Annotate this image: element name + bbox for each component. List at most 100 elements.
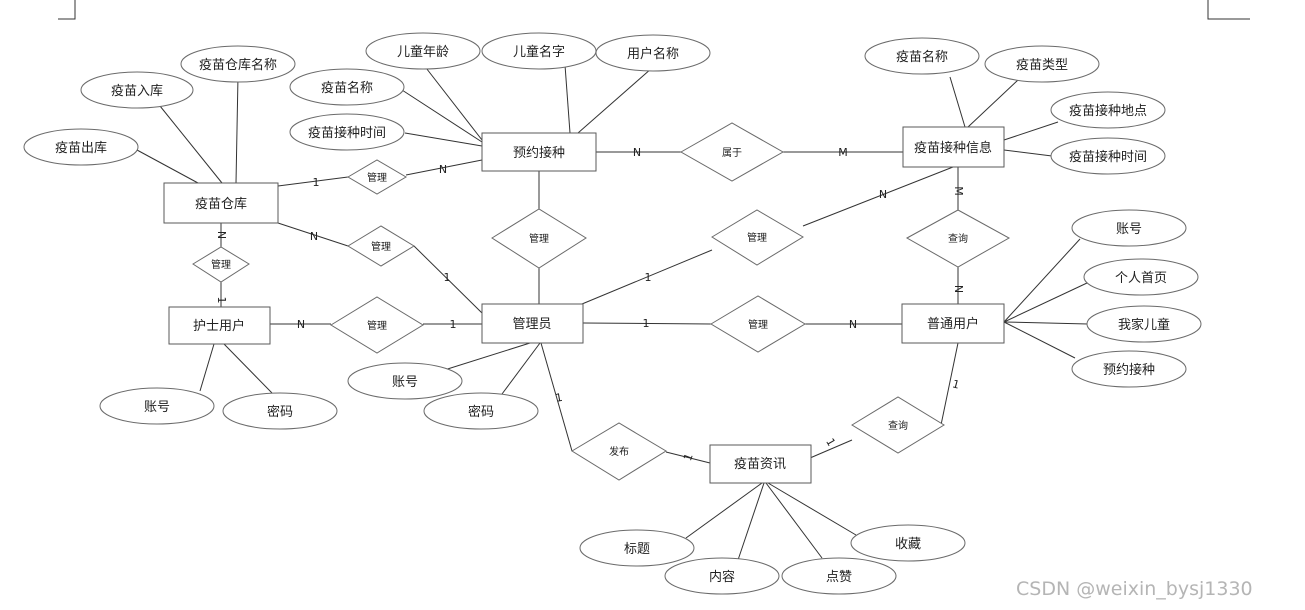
attribute-ertong-mingzi: 儿童名字	[481, 32, 597, 70]
attribute-guanli-zhanghao: 账号	[347, 362, 463, 400]
svg-text:管理: 管理	[367, 319, 387, 332]
card-cangku-r1: 1	[313, 176, 320, 189]
svg-text:账号: 账号	[144, 400, 170, 415]
attribute-hushi-mima: 密码	[222, 392, 338, 430]
relationship-yuyue-guanli: 管理	[491, 208, 587, 269]
attribute-yimiao-leixing: 疫苗类型	[984, 45, 1100, 83]
connector-lines	[136, 63, 1089, 561]
svg-text:疫苗类型: 疫苗类型	[1016, 57, 1068, 73]
svg-text:收藏: 收藏	[895, 537, 921, 552]
svg-text:管理: 管理	[367, 171, 387, 184]
svg-text:疫苗接种信息: 疫苗接种信息	[914, 140, 992, 156]
svg-text:普通用户: 普通用户	[927, 316, 979, 332]
svg-text:密码: 密码	[267, 404, 293, 420]
relationship-putong-xinxi: 查询	[905, 209, 1011, 268]
relationship-cangku-hushi: 管理	[192, 246, 250, 283]
attribute-wojia-ertong: 我家儿童	[1086, 305, 1202, 343]
relationship-guanli-xinxi: 管理	[711, 209, 804, 266]
attribute-biaoti: 标题	[579, 529, 695, 567]
page-corner-marks	[58, 0, 1250, 20]
card-r5-guanli: 1	[645, 271, 652, 284]
attribute-ertong-nianling: 儿童年龄	[365, 32, 481, 70]
attribute-neirong: 内容	[664, 557, 780, 595]
card-guanli-r7: 1	[643, 317, 650, 330]
svg-text:管理: 管理	[529, 232, 549, 245]
attribute-xinxi-yimiao-mingcheng: 疫苗名称	[864, 37, 980, 75]
svg-text:我家儿童: 我家儿童	[1118, 317, 1170, 333]
cardinality-labels: N M 1 N N 1 N 1 1 N N 1 1 N M N 1 1 1 1	[215, 146, 965, 463]
attribute-cangku-mingcheng: 疫苗仓库名称	[180, 45, 296, 83]
entity-cangku: 疫苗仓库	[163, 182, 279, 224]
svg-text:预约接种: 预约接种	[513, 145, 565, 161]
card-r6-guanli: 1	[450, 318, 457, 331]
attribute-yuyue-jiezhong-shijian: 疫苗接种时间	[289, 113, 405, 151]
svg-text:疫苗资讯: 疫苗资讯	[734, 456, 786, 472]
entity-zixun: 疫苗资讯	[709, 444, 812, 484]
svg-text:用户名称: 用户名称	[627, 46, 679, 62]
relationship-hushi-guanli: 管理	[330, 296, 424, 354]
attribute-yuyue-yimiao-mingcheng: 疫苗名称	[289, 68, 405, 106]
svg-text:疫苗出库: 疫苗出库	[55, 140, 107, 156]
entity-guanli: 管理员	[481, 303, 584, 344]
attribute-hushi-zhanghao: 账号	[99, 387, 215, 425]
entity-yuyue: 预约接种	[481, 132, 597, 172]
svg-text:内容: 内容	[709, 569, 735, 585]
svg-text:账号: 账号	[1116, 222, 1142, 237]
card-yuyue-shuyu: N	[633, 146, 641, 159]
svg-text:管理员: 管理员	[512, 317, 551, 332]
svg-text:查询: 查询	[888, 419, 908, 432]
svg-text:标题: 标题	[624, 542, 650, 557]
svg-text:管理: 管理	[747, 231, 767, 244]
svg-text:儿童年龄: 儿童年龄	[397, 44, 449, 60]
card-cangku-r3: N	[215, 231, 228, 239]
svg-text:账号: 账号	[392, 375, 418, 390]
watermark-text: CSDN @weixin_bysj1330	[1016, 578, 1253, 600]
card-cangku-r2: N	[310, 230, 318, 243]
card-guanli-fabu: 1	[554, 391, 563, 405]
attribute-dianzan: 点赞	[781, 557, 897, 595]
card-r5-xinxi: N	[879, 188, 887, 201]
attribute-putong-yuyue: 预约接种	[1071, 350, 1187, 388]
card-fabu-zixun: 1	[681, 452, 696, 463]
svg-text:属于: 属于	[722, 147, 742, 159]
card-r2-guanli: 1	[444, 271, 451, 284]
relationship-putong-zixun: 查询	[851, 396, 945, 454]
svg-text:管理: 管理	[748, 318, 768, 331]
relationship-guanli-putong: 管理	[710, 295, 806, 353]
svg-text:疫苗仓库名称: 疫苗仓库名称	[199, 57, 277, 73]
svg-text:疫苗接种地点: 疫苗接种地点	[1069, 103, 1147, 119]
svg-text:儿童名字: 儿童名字	[513, 44, 565, 60]
attribute-shoucang: 收藏	[850, 524, 966, 562]
card-hushi-r6: N	[297, 318, 305, 331]
attribute-yonghu-mingcheng: 用户名称	[595, 34, 711, 72]
card-r3-hushi: 1	[215, 297, 228, 304]
svg-text:管理: 管理	[211, 258, 231, 271]
attribute-putong-zhanghao: 账号	[1071, 209, 1187, 247]
entity-hushi: 护士用户	[168, 306, 271, 345]
attribute-ruku: 疫苗入库	[80, 71, 194, 109]
attribute-guanli-mima: 密码	[423, 392, 539, 430]
svg-text:管理: 管理	[371, 240, 391, 253]
svg-text:发布: 发布	[609, 445, 629, 458]
card-r9-putong: 1	[951, 377, 961, 391]
relationship-fabu: 发布	[571, 422, 667, 481]
card-xinxi-r8: M	[952, 186, 965, 196]
card-r8-putong: N	[952, 285, 965, 293]
svg-text:疫苗接种时间: 疫苗接种时间	[308, 125, 386, 141]
svg-text:个人首页: 个人首页	[1115, 271, 1167, 286]
svg-text:预约接种: 预约接种	[1103, 362, 1155, 378]
card-r1-yuyue: N	[439, 163, 447, 176]
attribute-geren-shouye: 个人首页	[1083, 258, 1199, 296]
relationship-cangku-guanli: 管理	[347, 225, 415, 267]
svg-text:疫苗名称: 疫苗名称	[321, 80, 373, 96]
relationship-cangku-yuyue: 管理	[347, 159, 407, 195]
svg-text:密码: 密码	[468, 404, 494, 420]
svg-text:查询: 查询	[948, 232, 968, 245]
entity-xinxi: 疫苗接种信息	[902, 126, 1005, 168]
svg-text:疫苗仓库: 疫苗仓库	[195, 196, 247, 212]
attribute-xinxi-jiezhong-shijian: 疫苗接种时间	[1050, 137, 1166, 175]
card-shuyu-xinxi: M	[838, 146, 848, 159]
entity-putong: 普通用户	[901, 303, 1005, 344]
svg-text:疫苗名称: 疫苗名称	[896, 49, 948, 65]
